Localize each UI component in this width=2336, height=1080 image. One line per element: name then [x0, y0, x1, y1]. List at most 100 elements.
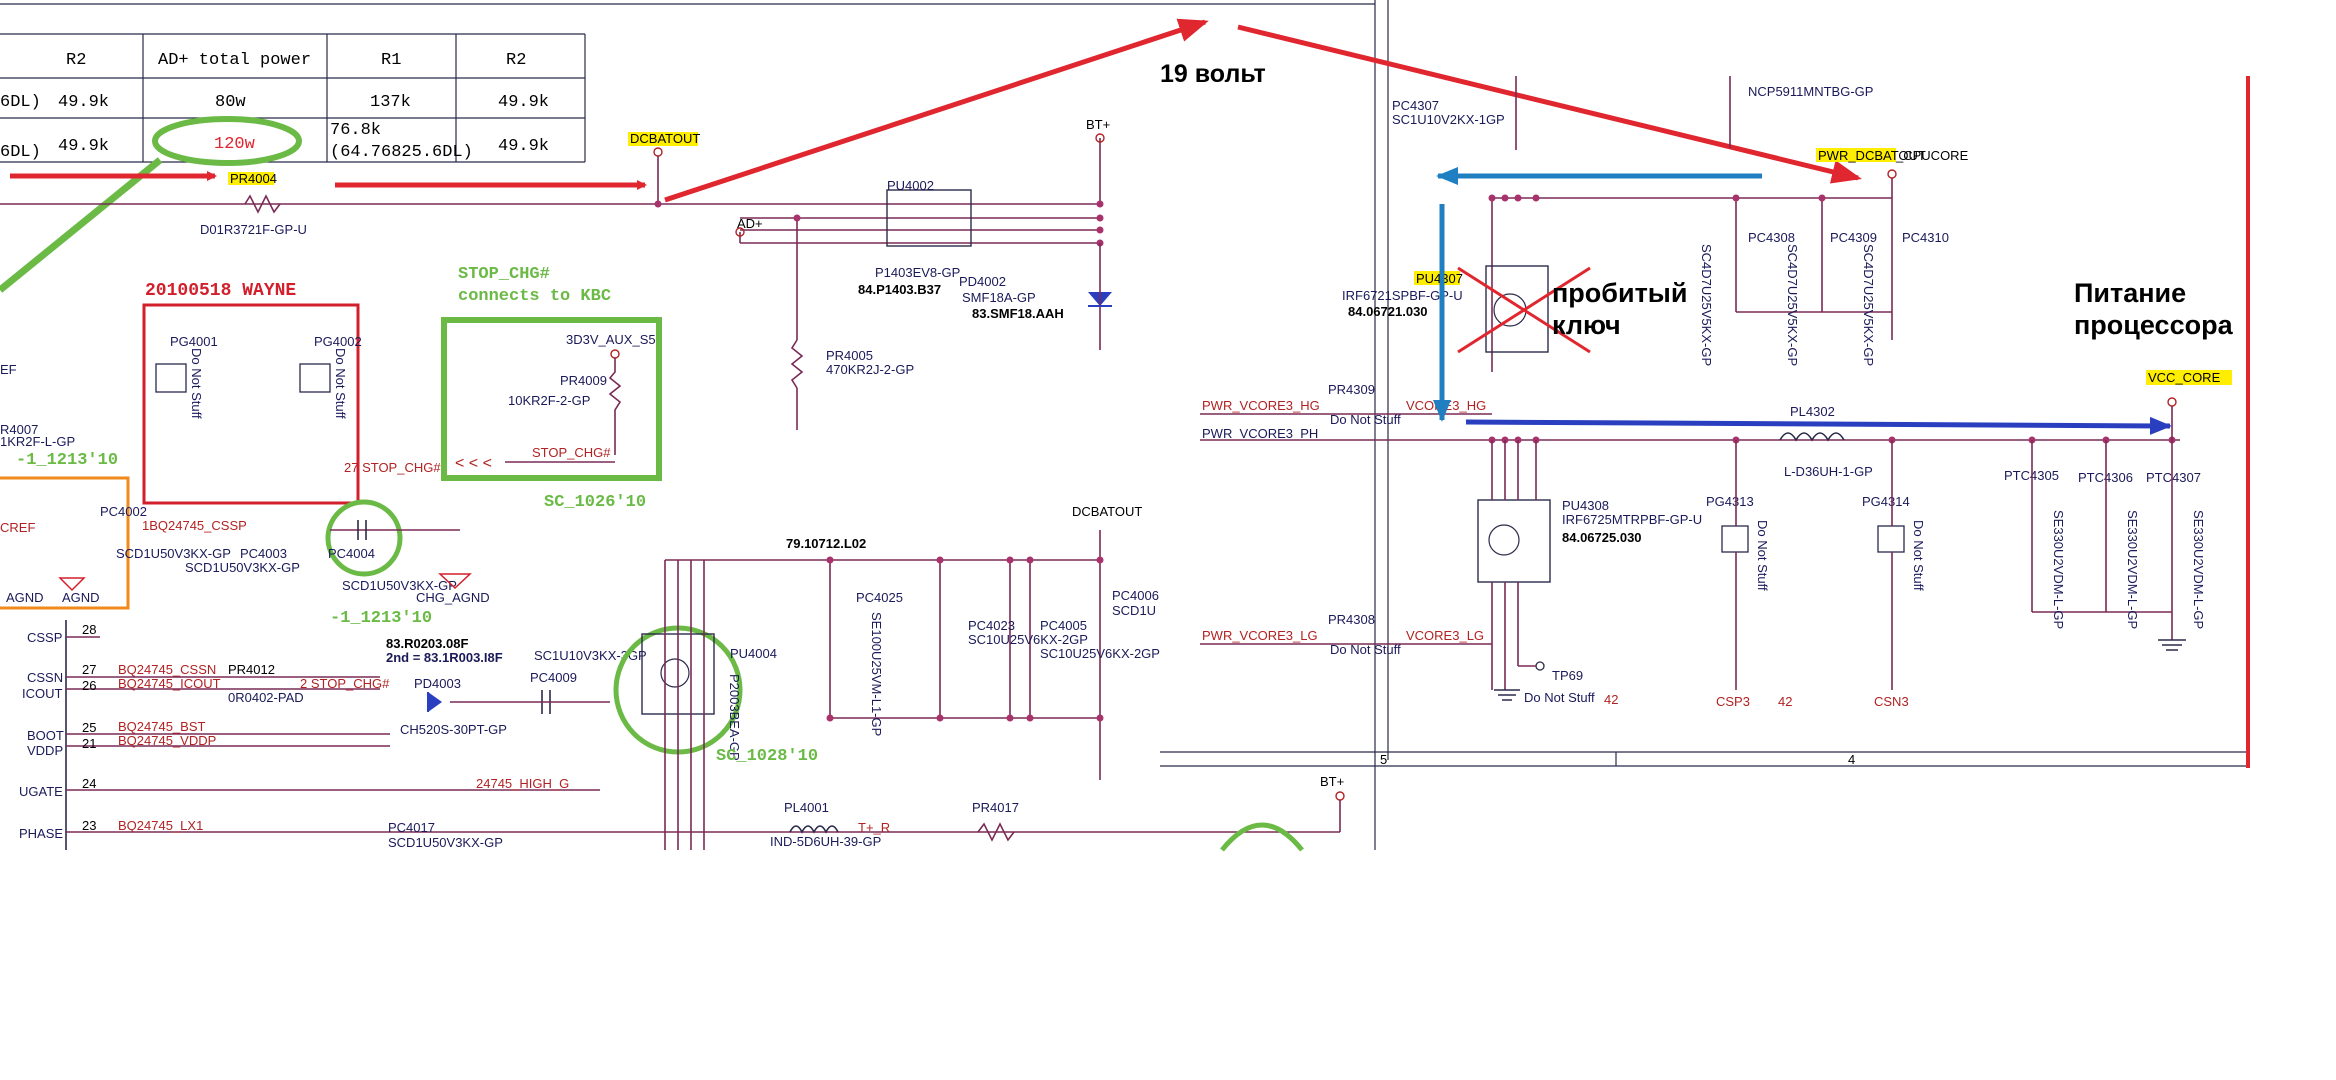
- pin-cssn: CSSN: [27, 670, 63, 685]
- pc4310-label: PC4310: [1902, 230, 1949, 245]
- table-cell: 49.9k: [58, 137, 109, 156]
- annotation-19-volts: 19 вольт: [1160, 60, 1266, 88]
- net-stop-chg-27: 27 STOP_CHG#: [344, 460, 441, 475]
- net-pwr-dcbatout: PWR_DCBATOUT: [1818, 148, 1926, 163]
- pr4004-label: PR4004: [230, 171, 277, 186]
- pu4307-pn: 84.06721.030: [1348, 304, 1428, 319]
- pc4308-label: PC4308: [1748, 230, 1795, 245]
- pu4004-label: PU4004: [730, 646, 777, 661]
- r4007-label: R4007: [0, 422, 38, 437]
- pn-79-10712: 79.10712.L02: [786, 536, 866, 551]
- bulk-caps: [826, 556, 1104, 722]
- pc4309-value: SC4D7U25V5KX-GP: [1785, 244, 1800, 366]
- pc4004-label: PC4004: [328, 546, 375, 561]
- net-t-r: T+_R: [858, 820, 890, 835]
- pin-vddp: VDDP: [27, 743, 63, 758]
- pin-phase: PHASE: [19, 826, 63, 841]
- net-agnd: AGND: [6, 590, 44, 605]
- power-flow-arrow-down: [1237, 24, 1862, 184]
- net-vcore3-hg: VCORE3_HG: [1406, 398, 1486, 413]
- r4007-value: 1KR2F-L-GP: [0, 434, 75, 449]
- pd4003-label: PD4003: [414, 676, 461, 691]
- pin-boot: BOOT: [27, 728, 64, 743]
- pg4313-label: PG4313: [1706, 494, 1754, 509]
- annotation-cpu-power-1: Питание: [2074, 278, 2186, 308]
- pu4308-label: PU4308: [1562, 498, 1609, 513]
- pr4012-value: 0R0402-PAD: [228, 690, 304, 705]
- pd4002-label: PD4002: [959, 274, 1006, 289]
- net-vcore3-lg: VCORE3_LG: [1406, 628, 1484, 643]
- note-wayne: 20100518 WAYNE: [145, 281, 296, 301]
- table-header-r2b: R2: [506, 51, 526, 70]
- pc4307-label: PC4307: [1392, 98, 1439, 113]
- pu4307-value: IRF6721SPBF-GP-U: [1342, 288, 1463, 303]
- net-btplus-2: BT+: [1320, 774, 1344, 789]
- pd4003-pn1: 83.R0203.08F: [386, 636, 468, 651]
- green-pointer-line: [0, 157, 163, 293]
- pc4002-label: PC4002: [100, 504, 147, 519]
- pd4002-value: SMF18A-GP: [962, 290, 1036, 305]
- ptc4305-value: SE330U2VDM-L-GP: [2051, 510, 2066, 629]
- pu4002-chip: [886, 189, 972, 247]
- pu4308-value: IRF6725MTRPBF-GP-U: [1562, 512, 1702, 527]
- net-bq-icout: BQ24745_ICOUT: [118, 676, 221, 691]
- ptc4307-label: PTC4307: [2146, 470, 2201, 485]
- note-sc-1028: SC_1028'10: [716, 747, 818, 766]
- green-oval-120w: [152, 116, 302, 166]
- pg4313-dns: Do Not Stuff: [1755, 520, 1770, 591]
- pc4009-label: PC4009: [530, 670, 577, 685]
- pr4017-label: PR4017: [972, 800, 1019, 815]
- pu4307-label: PU4307: [1416, 271, 1463, 286]
- pd4003-value: CH520S-30PT-GP: [400, 722, 507, 737]
- net-btplus: BT+: [1086, 117, 1110, 132]
- pg4002-label: PG4002: [314, 334, 362, 349]
- pg4002-dns: Do Not Stuff: [333, 348, 348, 419]
- pin-24: 24: [82, 776, 96, 791]
- svg-text:< < <: < < <: [455, 455, 492, 472]
- table-cell: (64.76825.6DL): [330, 143, 473, 162]
- pr4308-dns: Do Not Stuff: [1330, 642, 1401, 657]
- pc4002-value: SCD1U50V3KX-GP: [116, 546, 231, 561]
- broken-mosfet-cross-2: [1457, 266, 1591, 354]
- pl4302-value: L-D36UH-1-GP: [1784, 464, 1873, 479]
- net-dcbatout-2: DCBATOUT: [1072, 504, 1142, 519]
- net-dcbatout: DCBATOUT: [630, 131, 700, 146]
- frame-col-5: 5: [1380, 752, 1387, 767]
- note-sc-1026: SC_1026'10: [544, 493, 646, 512]
- note-1213-a: -1_1213'10: [16, 451, 118, 470]
- input-bus: [0, 133, 1105, 260]
- pc4309-label: PC4309: [1830, 230, 1877, 245]
- net-vcc-core: VCC_CORE: [2148, 370, 2221, 385]
- orange-box: [0, 476, 130, 610]
- net-csn3: CSN3: [1874, 694, 1909, 709]
- power-flow-arrow-up: [664, 18, 1209, 203]
- pin-25: 25: [82, 720, 96, 735]
- stop-chg-box: [441, 317, 662, 481]
- table-cell: 49.9k: [498, 137, 549, 156]
- pc4025-value: SE100U25VM-L1-GP: [869, 612, 884, 736]
- pin-27: 27: [82, 662, 96, 677]
- annotation-broken-1: пробитый: [1552, 278, 1687, 308]
- pc4308-value: SC4D7U25V5KX-GP: [1699, 244, 1714, 366]
- table-cell: 137k: [370, 93, 411, 112]
- pd4002-pn: 83.SMF18.AAH: [972, 306, 1064, 321]
- pc4017-label: PC4017: [388, 820, 435, 835]
- tp69-dns: Do Not Stuff: [1524, 690, 1595, 705]
- green-circle-pc4004: [325, 499, 403, 577]
- pc4017-value: SCD1U50V3KX-GP: [388, 835, 503, 850]
- table-header-r1: R1: [381, 51, 401, 70]
- table-cell: 6DL): [0, 143, 41, 162]
- net-pwr-vcore3-ph: PWR_VCORE3_PH: [1202, 426, 1318, 441]
- net-42b: 42: [1778, 694, 1792, 709]
- pu4004-value: P2003BEA-GP: [727, 674, 742, 761]
- table-cell-120w: 120w: [214, 135, 256, 154]
- current-arrow-right: [1465, 416, 2172, 435]
- ic-pin-column: [65, 620, 1340, 850]
- ptc4307-value: SE330U2VDM-L-GP: [2191, 510, 2206, 629]
- pu4002-value: P1403EV8-GP: [875, 265, 960, 280]
- pg4314-label: PG4314: [1862, 494, 1910, 509]
- net-agnd-2: AGND: [62, 590, 100, 605]
- pd4003-pn2: 2nd = 83.1R003.I8F: [386, 650, 503, 665]
- pr4309-label: PR4309: [1328, 382, 1375, 397]
